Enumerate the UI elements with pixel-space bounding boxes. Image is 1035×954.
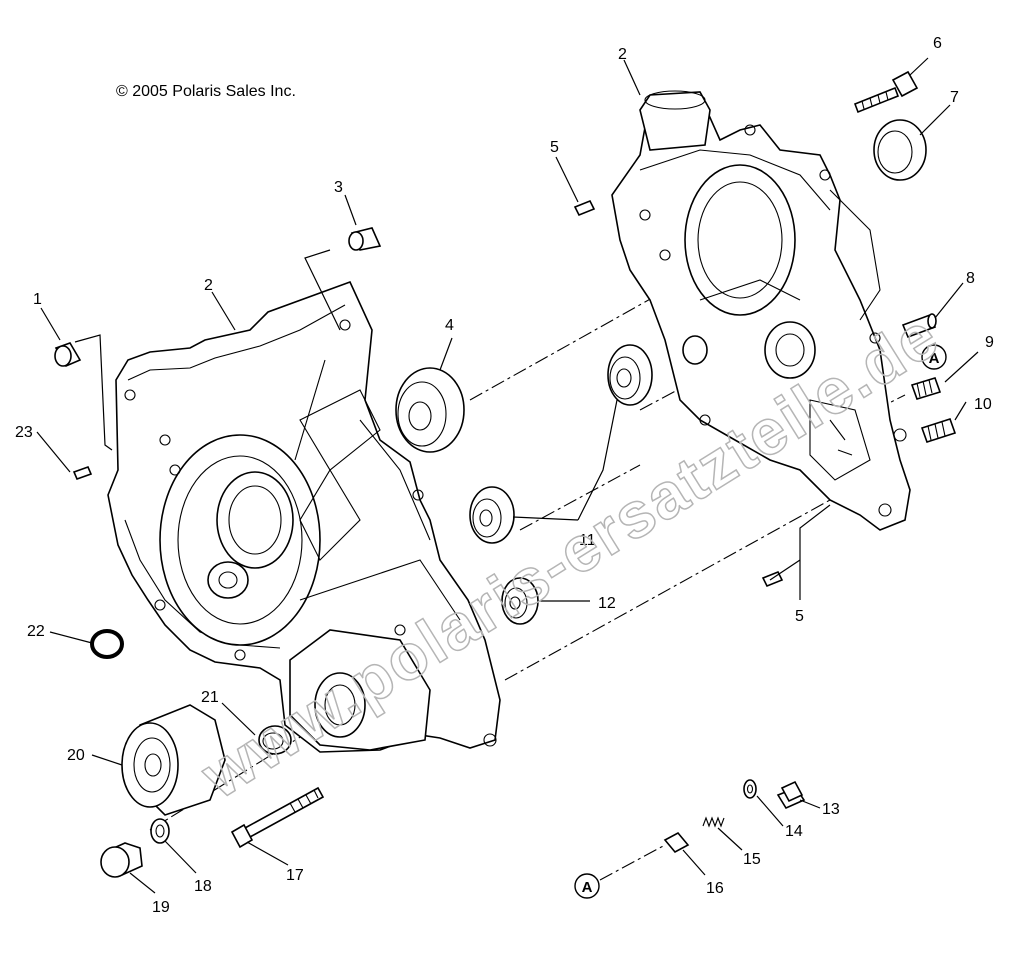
part-11-bearing-upper: [607, 344, 653, 406]
reference-marker-label: A: [929, 350, 940, 367]
part-19-plug: [100, 842, 143, 878]
callout-15: 15: [743, 851, 761, 868]
callout-4: 4: [445, 317, 454, 334]
part-8-dowel: [901, 313, 937, 339]
reference-marker-upper: A: [921, 344, 947, 370]
callout-8: 8: [966, 270, 975, 287]
part-12-bearing: [501, 577, 539, 625]
part-20-cover: [121, 704, 226, 816]
callout-18: 18: [194, 878, 212, 895]
callout-19: 19: [152, 899, 170, 916]
part-23-pin: [72, 465, 93, 481]
part-1-dowel-bushing: [54, 342, 82, 368]
part-3-bushing: [348, 227, 382, 251]
part-22-o-ring: [90, 629, 124, 659]
reference-marker-label: A: [582, 879, 593, 896]
part-9-fitting: [910, 377, 942, 400]
callout-2-right: 2: [618, 46, 627, 63]
callout-16: 16: [706, 880, 724, 897]
part-16-valve: [663, 831, 690, 854]
callout-6: 6: [933, 35, 942, 52]
callout-11: 11: [579, 532, 596, 549]
part-11-bearing-lower: [469, 486, 515, 544]
part-15-spring: [702, 816, 725, 828]
part-21-seal: [258, 725, 292, 755]
part-4-bearing: [395, 367, 465, 453]
callout-numbers: 1 2 2 3 4 5 5 6 7 8 9 10 11 12 13 14 15 …: [15, 35, 994, 916]
callout-13: 13: [822, 801, 840, 818]
callout-10: 10: [974, 396, 992, 413]
copyright-notice: © 2005 Polaris Sales Inc.: [116, 83, 296, 100]
part-7-seal: [873, 119, 927, 181]
part-5-dowel-pin-upper: [573, 199, 596, 217]
callout-1: 1: [33, 291, 42, 308]
callout-17: 17: [286, 867, 304, 884]
crankcase-left-half: [107, 280, 501, 753]
crankcase-right-half: [611, 90, 911, 531]
part-13-plug: [776, 780, 806, 810]
callout-5-lower: 5: [795, 608, 804, 625]
callout-12: 12: [598, 595, 616, 612]
callout-22: 22: [27, 623, 45, 640]
reference-marker-lower: A: [574, 873, 600, 899]
callout-9: 9: [985, 334, 994, 351]
leader-lines: [36, 57, 979, 894]
part-6-bolt: [853, 70, 919, 114]
callout-23: 23: [15, 424, 33, 441]
part-14-washer: [743, 779, 757, 799]
callout-3: 3: [334, 179, 343, 196]
callout-5-upper: 5: [550, 139, 559, 156]
callout-14: 14: [785, 823, 803, 840]
callout-20: 20: [67, 747, 85, 764]
part-17-long-bolt: [230, 786, 325, 849]
callout-7: 7: [950, 89, 959, 106]
part-18-washer: [150, 818, 170, 844]
callout-2-left: 2: [204, 277, 213, 294]
callout-21: 21: [201, 689, 219, 706]
part-10-fitting: [920, 418, 957, 443]
